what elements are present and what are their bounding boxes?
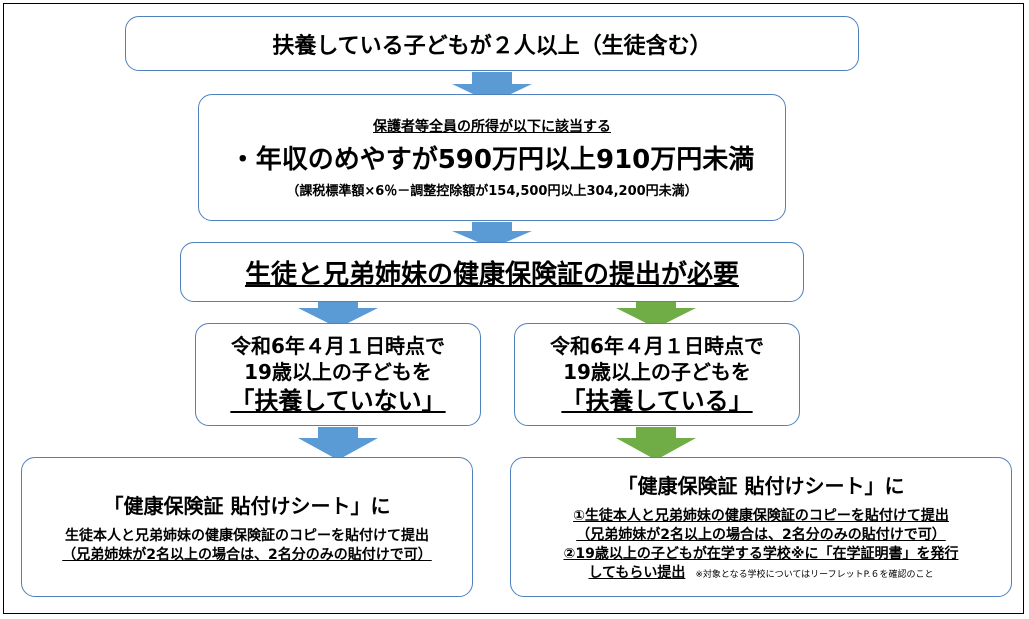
step3-box: 生徒と兄弟姉妹の健康保険証の提出が必要 <box>180 242 804 302</box>
branch-left-line3: 「扶養していない」 <box>230 386 446 415</box>
result-right-line2: （兄弟姉妹が2名以上の場合は、2名分のみの貼付けで可） <box>576 526 946 543</box>
step1-box: 扶養している子どもが２人以上（生徒含む） <box>125 16 859 71</box>
result-right-line3: ②19歳以上の子どもが在学する学校※に「在学証明書」を発行 <box>563 545 959 562</box>
result-right-line4: してもらい提出 <box>588 564 686 581</box>
step2-income: ・年収のめやすが590万円以上910万円未満 <box>229 145 755 175</box>
result-right-note: ※対象となる学校についてはリーフレットP.６を確認のこと <box>695 569 934 580</box>
step3-text: 生徒と兄弟姉妹の健康保険証の提出が必要 <box>244 259 739 290</box>
branch-right-line2: 19歳以上の子どもを <box>563 359 751 384</box>
result-right-line4-row: してもらい提出 ※対象となる学校についてはリーフレットP.６を確認のこと <box>588 564 933 585</box>
branch-right-box: 令和6年４月１日時点で 19歳以上の子どもを 「扶養している」 <box>514 323 800 426</box>
branch-right-line1: 令和6年４月１日時点で <box>550 333 764 358</box>
branch-left-line1: 令和6年４月１日時点で <box>231 333 445 358</box>
result-right-box: 「健康保険証 貼付けシート」に ①生徒本人と兄弟姉妹の健康保険証のコピーを貼付け… <box>510 457 1012 597</box>
result-left-line2: （兄弟姉妹が2名以上の場合は、2名分のみの貼付けで可） <box>62 546 432 563</box>
branch-right-line3: 「扶養している」 <box>561 386 753 415</box>
arrow-left-to-result <box>298 427 378 460</box>
result-left-box: 「健康保険証 貼付けシート」に 生徒本人と兄弟姉妹の健康保険証のコピーを貼付けて… <box>21 457 473 597</box>
result-left-line1: 生徒本人と兄弟姉妹の健康保険証のコピーを貼付けて提出 <box>65 527 429 544</box>
arrow-step1-to-step2 <box>452 72 532 103</box>
arrow-step3-to-right <box>616 297 696 328</box>
step2-condition: 保護者等全員の所得が以下に該当する <box>373 119 611 135</box>
result-left-title: 「健康保険証 貼付けシート」に <box>103 493 391 518</box>
branch-left-box: 令和6年４月１日時点で 19歳以上の子どもを 「扶養していない」 <box>195 323 481 426</box>
arrow-step2-to-step3 <box>452 222 532 248</box>
step2-formula: （課税標準額×6％－調整控除額が154,500円以上304,200円未満） <box>286 184 698 199</box>
branch-left-line2: 19歳以上の子どもを <box>244 359 432 384</box>
arrow-step3-to-left <box>298 297 378 328</box>
result-right-line1: ①生徒本人と兄弟姉妹の健康保険証のコピーを貼付けて提出 <box>573 507 949 524</box>
step1-text: 扶養している子どもが２人以上（生徒含む） <box>272 33 712 59</box>
diagram-frame <box>3 3 1024 614</box>
step2-box: 保護者等全員の所得が以下に該当する ・年収のめやすが590万円以上910万円未満… <box>198 94 786 221</box>
arrow-right-to-result <box>616 427 696 460</box>
result-right-title: 「健康保険証 貼付けシート」に <box>617 473 905 498</box>
